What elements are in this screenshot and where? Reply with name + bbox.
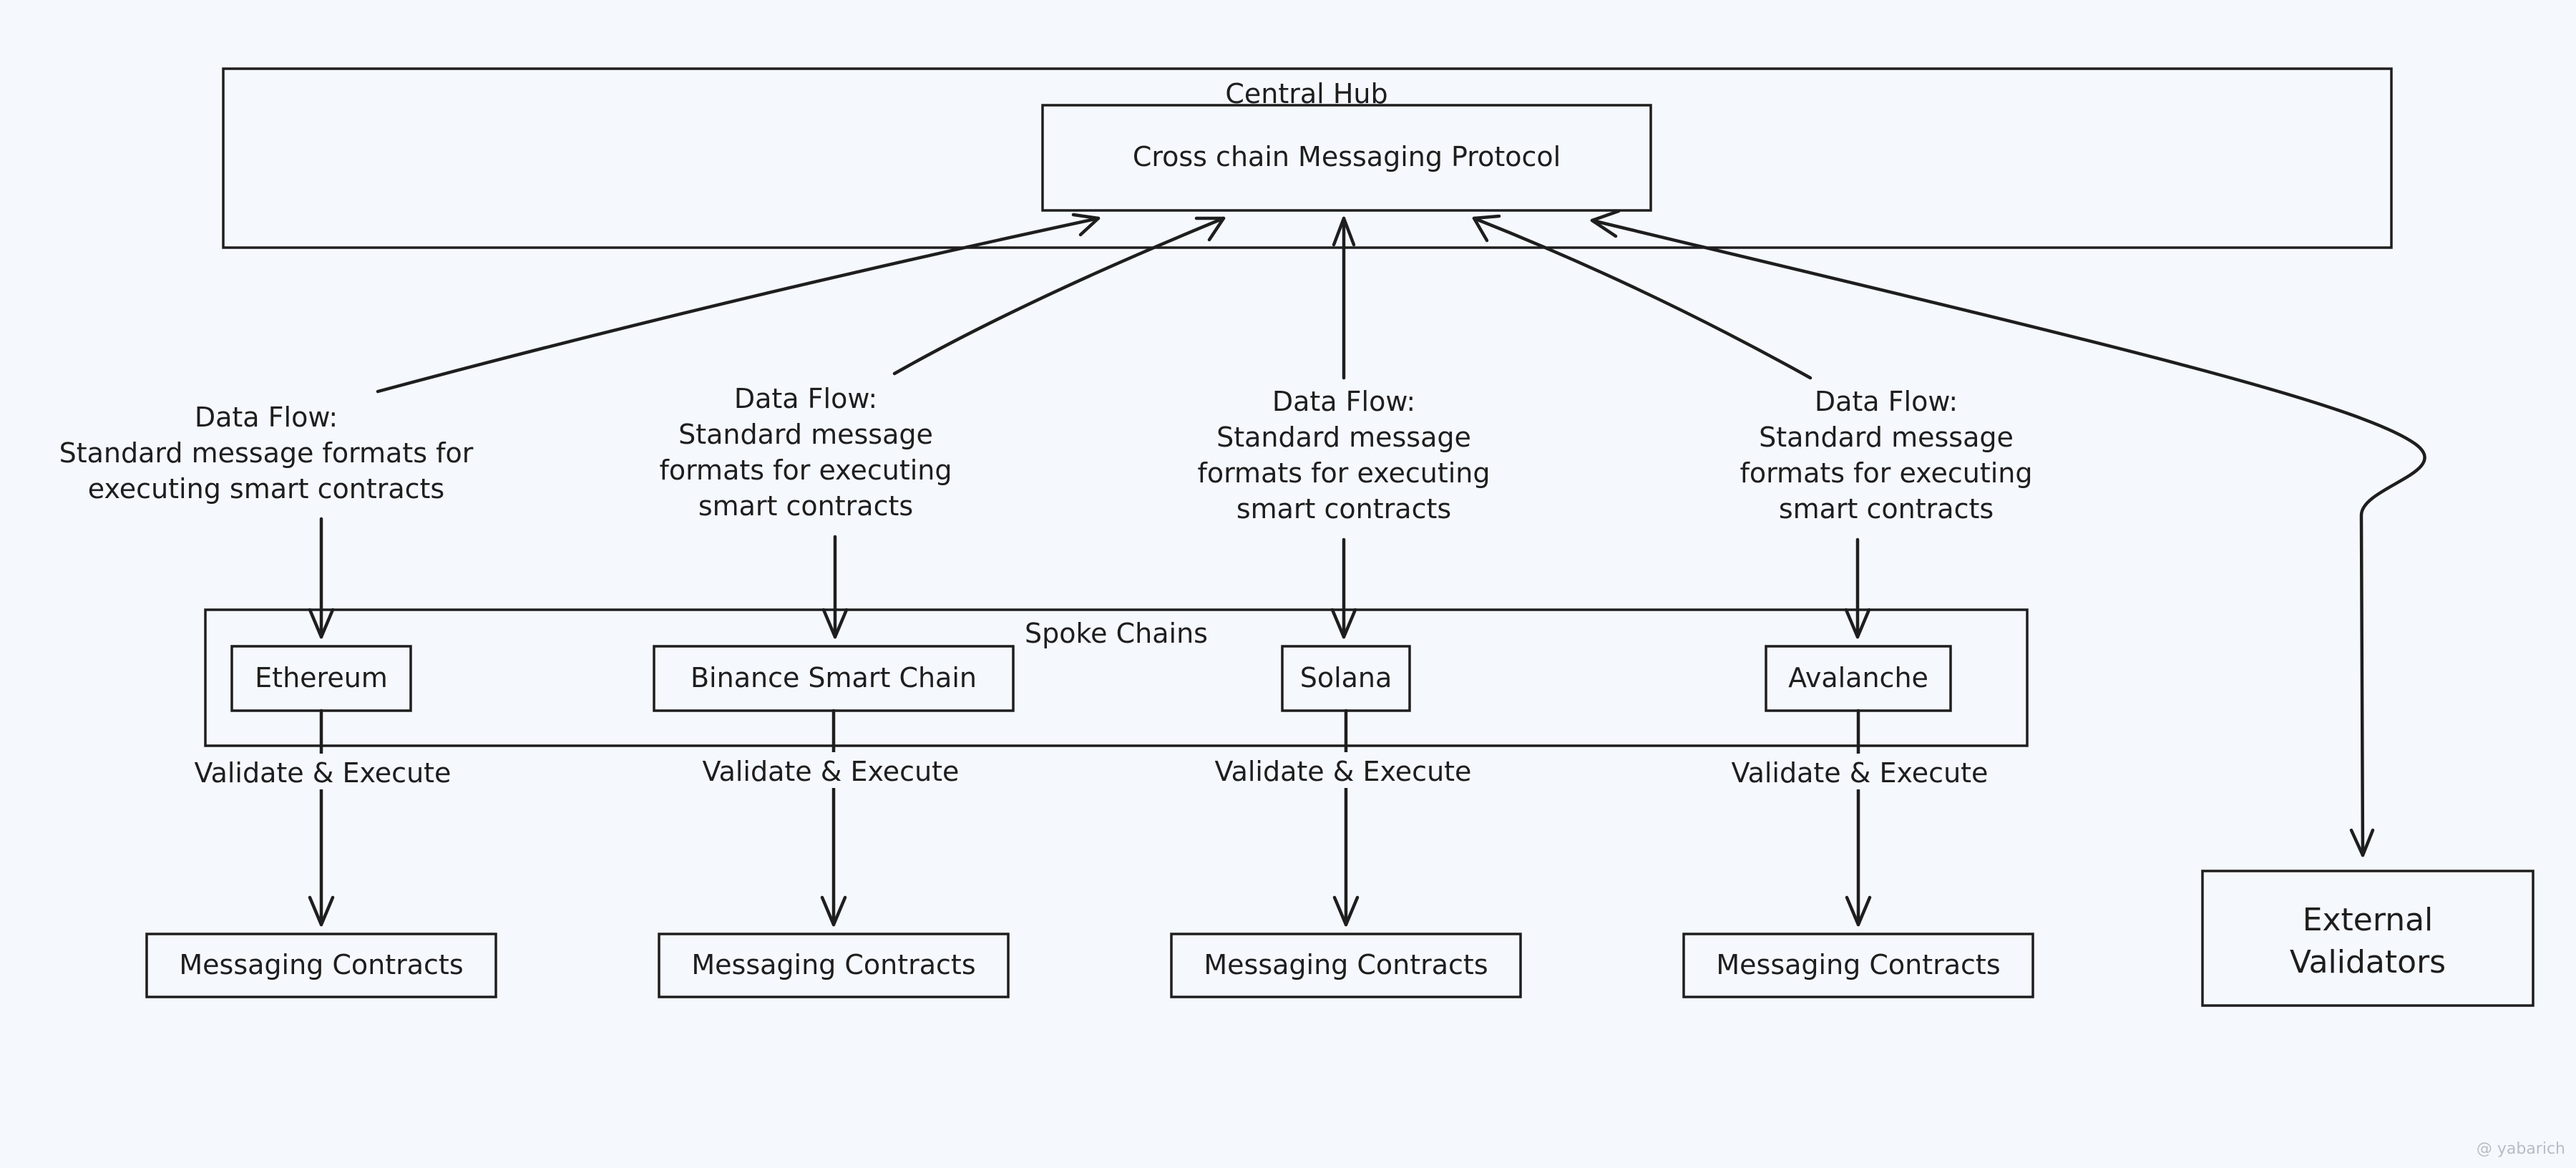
- validate-bg-1: [182, 754, 462, 789]
- data-flow-4-line-4: smart contracts: [1779, 493, 1994, 525]
- connector-3-head: [1332, 895, 1360, 927]
- chain-label-ethereum: Ethereum: [255, 662, 388, 694]
- down-arrow-4-head: [1844, 608, 1871, 639]
- flow-arrow-1-to-hub: [376, 216, 1101, 394]
- flow-arrow-1-head: [1071, 213, 1101, 237]
- validator-link-head-bottom: [2349, 828, 2375, 857]
- data-flow-1-line-3: executing smart contracts: [88, 473, 444, 505]
- validate-bg-4: [1720, 754, 1999, 789]
- connector-4-head: [1845, 895, 1872, 927]
- validate-bg-2: [691, 752, 970, 788]
- data-flow-4-line-2: Standard message: [1759, 422, 2014, 453]
- contracts-box-2: [658, 933, 1010, 998]
- data-flow-1-line-2: Standard message formats for: [59, 437, 474, 469]
- contracts-box-1: [145, 933, 497, 998]
- validate-label-1: Validate & Execute: [195, 757, 452, 789]
- data-flow-3: Data Flow: Standard message formats for …: [1197, 386, 1490, 525]
- flow-arrow-4-head: [1472, 214, 1501, 243]
- contracts-box-4: [1682, 933, 2034, 998]
- flow-arrow-2-head: [1194, 216, 1226, 242]
- contracts-label-2: Messaging Contracts: [691, 949, 975, 980]
- data-flow-2-line-2: Standard message: [678, 419, 933, 450]
- central-hub-container: [222, 67, 2393, 249]
- data-flow-2-line-1: Data Flow:: [734, 383, 877, 414]
- data-flow-2-line-3: formats for executing: [659, 454, 952, 486]
- watermark: @ yabarich: [2477, 1140, 2565, 1158]
- spoke-chains-container: [204, 608, 2029, 747]
- down-arrow-1-head: [308, 608, 335, 639]
- flow-arrow-4-to-hub: [1472, 216, 1813, 380]
- connector-1-head: [308, 895, 335, 927]
- data-flow-2-line-4: smart contracts: [698, 490, 913, 522]
- external-validators-box: [2201, 870, 2534, 1007]
- contracts-box-3: [1170, 933, 1522, 998]
- contracts-label-4: Messaging Contracts: [1716, 949, 2000, 980]
- data-flow-4: Data Flow: Standard message formats for …: [1740, 386, 2032, 525]
- data-flow-4-line-3: formats for executing: [1740, 457, 2032, 489]
- contracts-label-3: Messaging Contracts: [1204, 949, 1488, 980]
- external-validators-line-2: Validators: [2290, 944, 2446, 980]
- validator-link-head-top: [1590, 209, 1621, 238]
- contracts-label-1: Messaging Contracts: [179, 949, 463, 980]
- spoke-chains-label: Spoke Chains: [1025, 618, 1208, 649]
- data-flow-1: Data Flow: Standard message formats for …: [59, 402, 474, 505]
- chain-label-avalanche: Avalanche: [1788, 662, 1928, 694]
- down-arrow-2-head: [821, 608, 849, 639]
- protocol-box: [1041, 104, 1652, 212]
- protocol-label: Cross chain Messaging Protocol: [1133, 141, 1561, 172]
- data-flow-3-line-4: smart contracts: [1236, 493, 1451, 525]
- data-flow-2: Data Flow: Standard message formats for …: [659, 383, 952, 522]
- external-validators-line-1: External: [2303, 902, 2434, 938]
- data-flow-4-line-1: Data Flow:: [1815, 386, 1958, 417]
- data-flow-3-line-3: formats for executing: [1197, 457, 1490, 489]
- connector-2-head: [820, 895, 847, 927]
- chain-label-binance: Binance Smart Chain: [691, 662, 977, 694]
- validator-link-arrow: [1590, 218, 2426, 857]
- data-flow-1-line-1: Data Flow:: [195, 402, 338, 433]
- flow-arrow-3-head: [1332, 216, 1356, 247]
- down-arrow-3-head: [1330, 608, 1357, 639]
- validate-label-2: Validate & Execute: [703, 756, 960, 787]
- validate-label-4: Validate & Execute: [1732, 757, 1989, 789]
- validate-bg-3: [1204, 752, 1483, 788]
- validate-label-3: Validate & Execute: [1215, 756, 1472, 787]
- data-flow-3-line-1: Data Flow:: [1272, 386, 1415, 417]
- flow-arrow-2-to-hub: [892, 216, 1226, 376]
- chain-label-solana: Solana: [1300, 662, 1392, 694]
- data-flow-3-line-2: Standard message: [1216, 422, 1471, 453]
